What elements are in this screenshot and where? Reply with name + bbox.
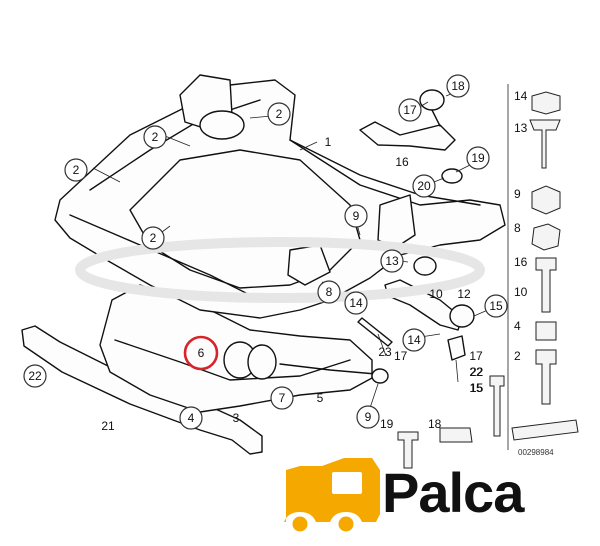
- label-17: 17: [469, 349, 483, 363]
- svg-text:17: 17: [403, 103, 417, 117]
- callout-19: 19: [466, 146, 490, 170]
- hardware-label-22: 22: [470, 365, 484, 379]
- svg-text:7: 7: [279, 391, 286, 405]
- parts-column-labels: 14 13 9 8 16 10 4 2 17 22 15 19 18: [380, 89, 528, 431]
- hardware-label-14: 14: [514, 89, 528, 103]
- mount-bushing-right: [247, 344, 277, 380]
- callout-9: 9: [344, 204, 368, 228]
- svg-text:2: 2: [150, 231, 157, 245]
- lower-arm-bushing: [413, 256, 437, 276]
- callout-9: 9: [356, 405, 380, 429]
- callout-17: 17: [398, 98, 422, 122]
- nut-9: [531, 185, 561, 215]
- rear-mount-bushing: [199, 110, 245, 140]
- plain-labels: 16 10 12 23 5 3 21 17 22 15: [101, 155, 483, 433]
- callout-8: 8: [317, 280, 341, 304]
- hardware-label-2: 2: [514, 349, 521, 363]
- label-12: 12: [457, 287, 471, 301]
- callout-22: 22: [23, 364, 47, 388]
- bolt-2: [535, 349, 557, 405]
- bolt-19: [397, 431, 419, 469]
- bolt-13: [529, 119, 561, 169]
- right-rail: [289, 139, 481, 206]
- label-1: 1: [325, 135, 332, 149]
- bolt-23: [357, 317, 393, 347]
- svg-text:15: 15: [489, 299, 503, 313]
- lower-balljoint: [447, 335, 466, 361]
- svg-text:14: 14: [407, 333, 421, 347]
- label-16: 16: [395, 155, 409, 169]
- svg-text:2: 2: [73, 163, 80, 177]
- upper-balljoint: [441, 168, 463, 184]
- hardware-label-8: 8: [514, 221, 521, 235]
- svg-text:2: 2: [152, 130, 159, 144]
- plate-ridge: [114, 339, 351, 381]
- callout-15: 15: [484, 294, 508, 318]
- callout-20: 20: [412, 174, 436, 198]
- label-5: 5: [317, 391, 324, 405]
- upper-control-arm: [359, 121, 456, 151]
- hardware-label-18: 18: [428, 417, 442, 431]
- nut-18: [439, 427, 473, 443]
- brand-name: Palca: [382, 461, 525, 524]
- bolt-4: [535, 321, 557, 341]
- washer-strip: [511, 419, 579, 441]
- svg-text:14: 14: [349, 296, 363, 310]
- svg-text:9: 9: [365, 410, 372, 424]
- svg-text:20: 20: [417, 179, 431, 193]
- svg-text:13: 13: [385, 254, 399, 268]
- hardware-label-10: 10: [514, 285, 528, 299]
- svg-text:9: 9: [353, 209, 360, 223]
- tie-rod-end: [371, 368, 389, 384]
- hardware-label-15: 15: [470, 381, 484, 395]
- svg-text:2: 2: [276, 107, 283, 121]
- callout-2: 2: [267, 102, 291, 126]
- bolt-22: [489, 375, 505, 437]
- label-10: 10: [429, 287, 443, 301]
- hardware-label-16: 16: [514, 255, 528, 269]
- callout-2: 2: [64, 158, 88, 182]
- reference-code: 00298984: [518, 448, 554, 457]
- nut-14: [531, 91, 561, 115]
- callout-14: 14: [402, 328, 426, 352]
- tie-rod: [279, 363, 377, 375]
- callout-2: 2: [141, 226, 165, 250]
- svg-text:8: 8: [326, 285, 333, 299]
- label-15: 15: [469, 381, 483, 395]
- right-tower: [377, 194, 416, 249]
- callout-18: 18: [446, 74, 470, 98]
- svg-text:19: 19: [471, 151, 485, 165]
- svg-text:18: 18: [451, 79, 465, 93]
- upper-arm-link: [431, 109, 441, 127]
- label-3: 3: [233, 411, 240, 425]
- callout-14: 14: [344, 291, 368, 315]
- label-22: 22: [469, 365, 483, 379]
- callout-2: 2: [143, 125, 167, 149]
- hardware-label-4: 4: [514, 319, 521, 333]
- svg-text:22: 22: [28, 369, 42, 383]
- label-21: 21: [101, 419, 115, 433]
- callout-4: 4: [179, 406, 203, 430]
- callout-13: 13: [380, 249, 404, 273]
- highlight-label: 6: [198, 346, 205, 360]
- hardware-label-19: 19: [380, 417, 394, 431]
- svg-text:4: 4: [188, 411, 195, 425]
- hardware-label-17: 17: [394, 349, 408, 363]
- truck-badge-icon: [284, 458, 380, 535]
- hardware-label-9: 9: [514, 187, 521, 201]
- label-23: 23: [378, 345, 392, 359]
- nut-8: [531, 223, 561, 251]
- bolt-16: [535, 257, 557, 313]
- callout-7: 7: [270, 386, 294, 410]
- highlight-marker: 6: [183, 335, 219, 371]
- watermark: [75, 237, 485, 303]
- hardware-label-13: 13: [514, 121, 528, 135]
